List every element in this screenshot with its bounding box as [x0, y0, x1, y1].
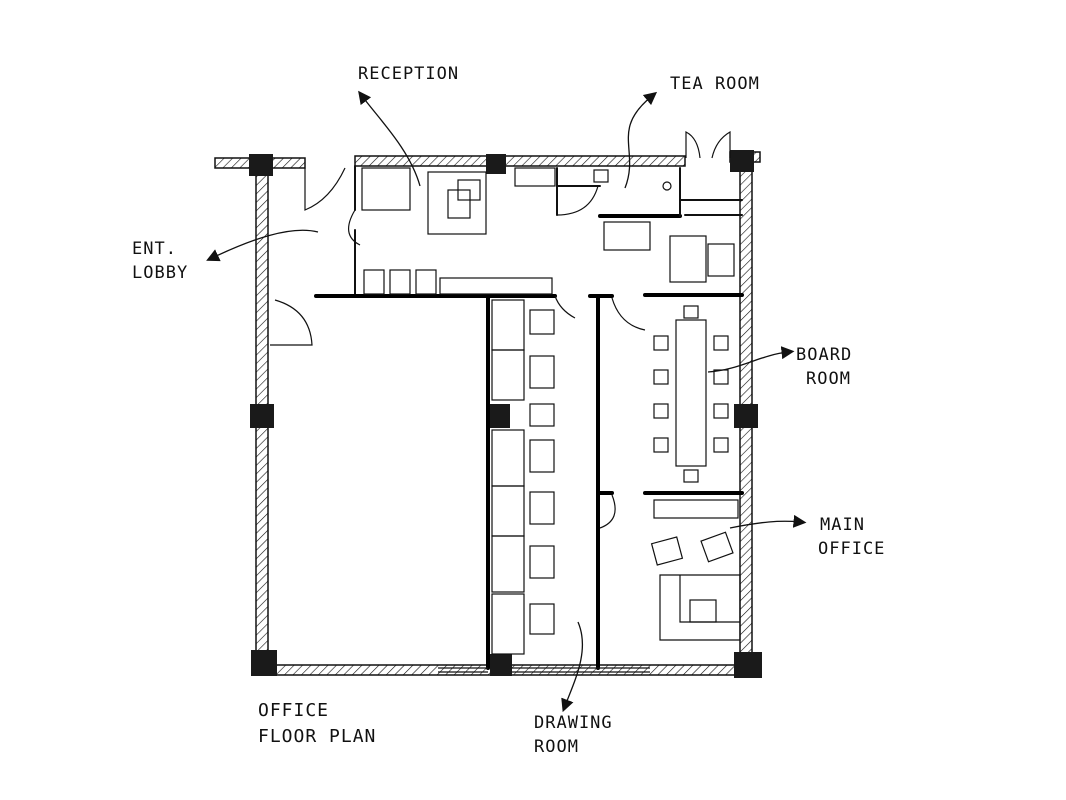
label-main-office-1: MAIN	[820, 515, 865, 535]
main-office-furniture	[650, 499, 741, 641]
label-main-office-2: OFFICE	[818, 539, 885, 559]
label-tea-room: TEA ROOM	[670, 74, 760, 94]
label-board-room-2: ROOM	[806, 369, 851, 389]
label-ent-lobby-1: ENT.	[132, 239, 177, 259]
label-board-room-1: BOARD	[796, 345, 852, 365]
tea-room-furniture	[603, 221, 735, 283]
plan-title-line-1: OFFICE	[258, 700, 329, 721]
reception-furniture	[361, 167, 672, 295]
label-arrows	[206, 90, 807, 713]
label-drawing-room-2: ROOM	[534, 737, 579, 757]
label-reception: RECEPTION	[358, 64, 459, 84]
plan-title-line-2: FLOOR PLAN	[258, 726, 376, 747]
label-ent-lobby-2: LOBBY	[132, 263, 188, 283]
board-room-table	[653, 305, 729, 483]
structural-columns	[249, 150, 762, 678]
drawing-room-desks	[491, 299, 555, 655]
label-drawing-room-1: DRAWING	[534, 713, 613, 733]
door-swings	[270, 130, 731, 529]
interior-walls	[314, 165, 744, 673]
